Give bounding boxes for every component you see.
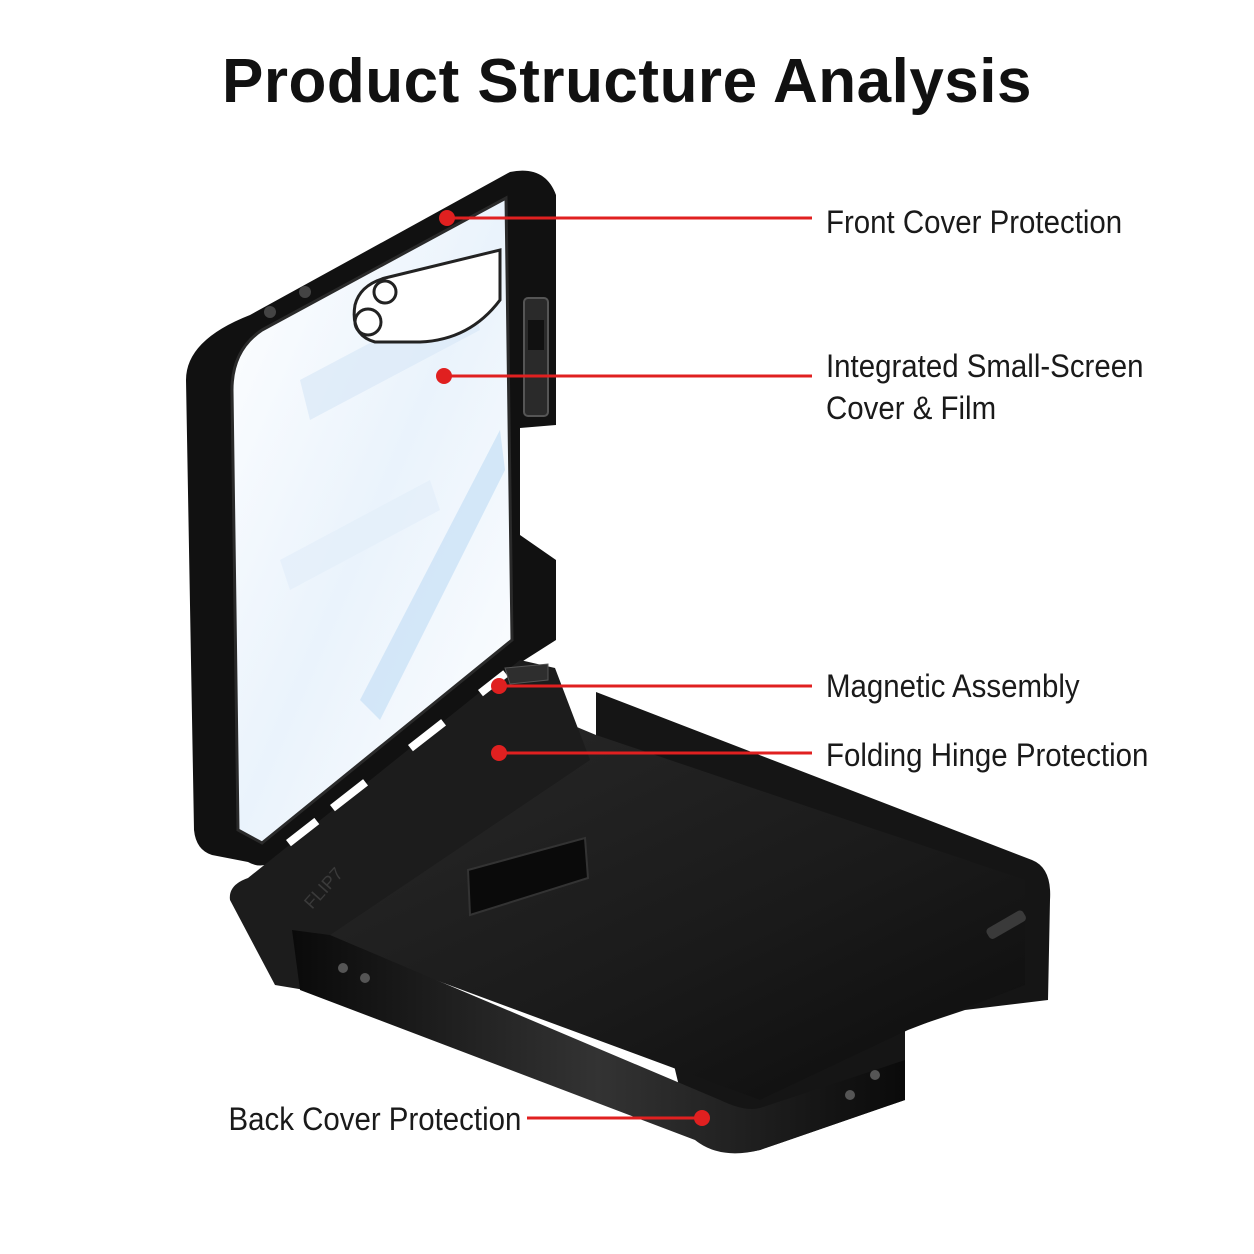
button-cutout: [528, 320, 544, 350]
callout-dot-front-cover: [439, 210, 455, 226]
hole-icon: [299, 286, 311, 298]
hinge-slot: [408, 719, 447, 752]
hole-icon: [360, 973, 370, 983]
film-highlight: [280, 480, 440, 590]
leather-patch: [466, 836, 590, 917]
hole-icon: [870, 1070, 880, 1080]
callout-dot-small-screen: [436, 368, 452, 384]
hole-icon: [338, 963, 348, 973]
callout-label-magnetic: Magnetic Assembly: [826, 668, 1080, 704]
callout-label-front-cover: Front Cover Protection: [826, 204, 1123, 240]
film-highlight: [360, 430, 505, 720]
port-cutout: [986, 910, 1026, 939]
callout-dot-magnetic: [491, 678, 507, 694]
hole-icon: [264, 306, 276, 318]
callout-label-hinge: Folding Hinge Protection: [826, 737, 1149, 773]
hinge-slot: [285, 817, 320, 847]
side-button-slot: [523, 297, 549, 417]
camera-lens-icon: [353, 307, 383, 337]
back-cover: FLIP7: [229, 660, 1051, 1154]
hinge-slot: [330, 779, 369, 812]
front-cover-frame: [186, 170, 556, 866]
hinge-block: [229, 660, 590, 990]
back-cover-lip: [292, 930, 905, 1154]
callout-dot-back-cover: [694, 1110, 710, 1126]
callout-lines: [436, 210, 812, 1126]
callout-dot-hinge: [491, 745, 507, 761]
callout-label-small-screen: Integrated Small-Screen Cover & Film: [826, 348, 1144, 426]
hole-icon: [845, 1090, 855, 1100]
camera-lens-icon: [372, 279, 398, 305]
callout-label-back-cover: Back Cover Protection: [228, 1101, 522, 1137]
page-title: Product Structure Analysis: [221, 47, 1032, 116]
magnetic-bar: [504, 663, 549, 685]
